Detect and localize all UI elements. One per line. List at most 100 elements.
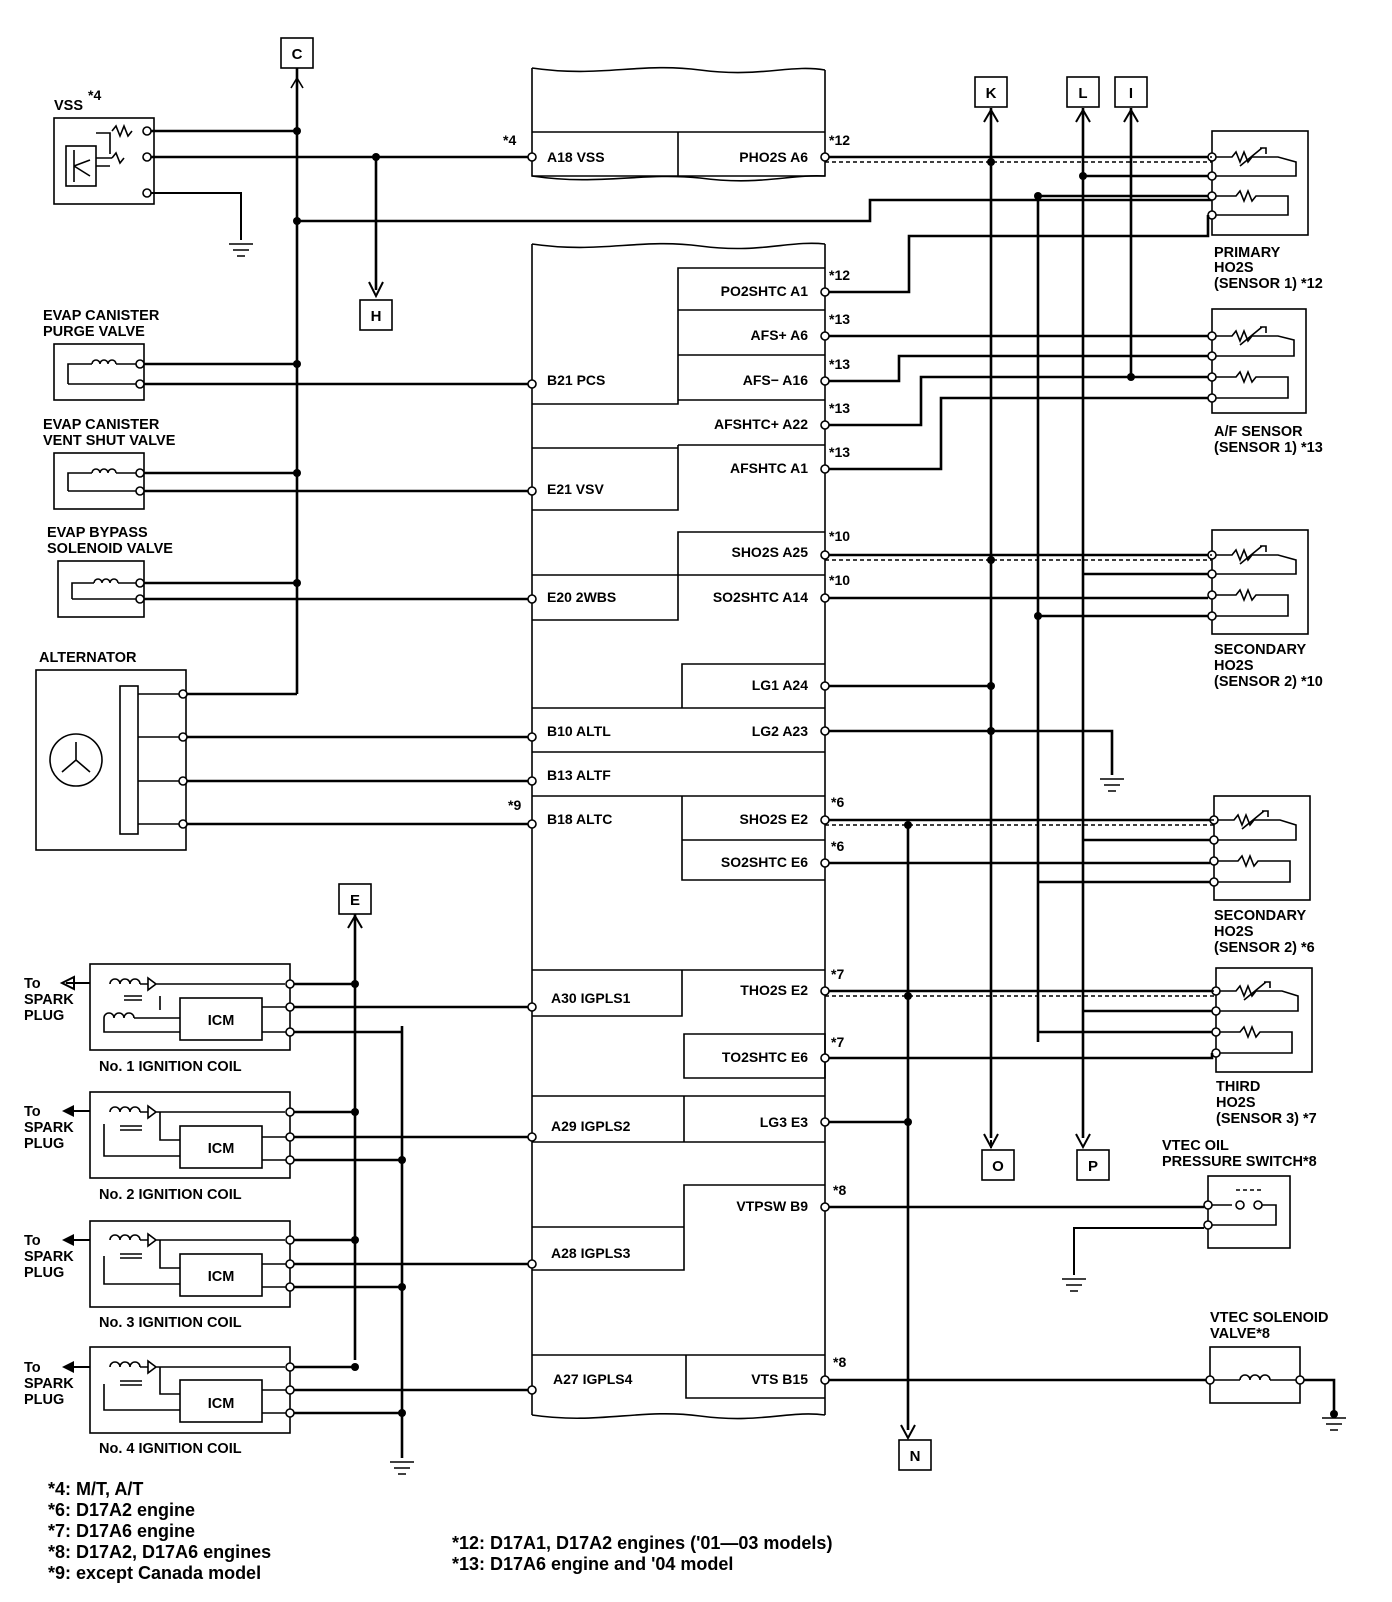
note-pho2s: *12 (829, 132, 850, 148)
ecm-right-pins: PHO2S A6 PO2SHTC A1 AFS+ A6 AFS− A16 AFS… (713, 149, 808, 1387)
ecm-upper-block (531, 66, 826, 182)
note-vtpsw: *8 (833, 1182, 846, 1198)
pin-e21-vsv: E21 VSV (547, 481, 604, 497)
ecm-main-block (531, 242, 826, 1420)
legend-left: *4: M/T, A/T *6: D17A2 engine *7: D17A6 … (48, 1479, 271, 1583)
svg-text:A/F SENSOR: A/F SENSOR (1214, 424, 1303, 440)
svg-text:C: C (292, 46, 303, 63)
connector-i: I (1114, 76, 1148, 108)
svg-text:(SENSOR 1) *13: (SENSOR 1) *13 (1214, 440, 1323, 456)
svg-text:SPARK: SPARK (24, 1120, 74, 1136)
svg-text:EVAP CANISTER: EVAP CANISTER (43, 308, 160, 324)
pin-a27-igpls4: A27 IGPLS4 (553, 1371, 633, 1387)
primary-ho2s: PRIMARY HO2S (SENSOR 1) *12 (1207, 130, 1323, 292)
svg-text:(SENSOR 2) *10: (SENSOR 2) *10 (1214, 674, 1323, 690)
svg-text:To: To (24, 1360, 41, 1376)
note-afshtc: *13 (829, 444, 850, 460)
svg-text:HO2S: HO2S (1214, 658, 1254, 674)
svg-text:VALVE*8: VALVE*8 (1210, 1326, 1270, 1342)
note-afs-plus: *13 (829, 311, 850, 327)
pin-vtpsw-b9: VTPSW B9 (736, 1198, 808, 1214)
ignition-ground (390, 1461, 414, 1475)
svg-text:To: To (24, 976, 41, 992)
svg-text:HO2S: HO2S (1214, 260, 1254, 276)
svg-text:No. 3 IGNITION COIL: No. 3 IGNITION COIL (99, 1315, 242, 1331)
wire-afshtc (825, 396, 1208, 471)
svg-text:N: N (910, 1448, 921, 1465)
svg-text:No. 4 IGNITION COIL: No. 4 IGNITION COIL (99, 1441, 242, 1457)
svg-text:SPARK: SPARK (24, 1376, 74, 1392)
svg-text:(SENSOR 2) *6: (SENSOR 2) *6 (1214, 940, 1315, 956)
pin-a28-igpls3: A28 IGPLS3 (551, 1245, 631, 1261)
note-afs-minus: *13 (829, 356, 850, 372)
pin-po2shtc-a1: PO2SHTC A1 (721, 283, 809, 299)
svg-text:VTEC OIL: VTEC OIL (1162, 1138, 1229, 1154)
ignition-coil-4: To SPARK PLUG ICM No. 4 IGNITION COIL (24, 1346, 537, 1457)
pin-so2shtc-a14: SO2SHTC A14 (713, 589, 808, 605)
wire-to2shtc (825, 1053, 1214, 1060)
pin-to2shtc-e6: TO2SHTC E6 (722, 1049, 808, 1065)
pin-afshtc-plus-a22: AFSHTC+ A22 (714, 416, 808, 432)
vtec-solenoid-ground (1322, 1417, 1346, 1431)
svg-text:O: O (992, 1158, 1004, 1175)
svg-text:SPARK: SPARK (24, 1249, 74, 1265)
pin-a29-igpls2: A29 IGPLS2 (551, 1118, 631, 1134)
wire-c-to-heaters (297, 198, 1212, 223)
vss-sensor: VSS *4 (53, 87, 537, 257)
svg-text:SECONDARY: SECONDARY (1214, 908, 1306, 924)
pin-lg3-e3: LG3 E3 (760, 1114, 808, 1130)
ecm-left-pins: A18 VSS B21 PCS E21 VSV E20 2WBS B10 ALT… (547, 149, 633, 1387)
connector-n: N (898, 1439, 932, 1471)
wire-po2shtc (825, 215, 1210, 294)
svg-text:THIRD: THIRD (1216, 1079, 1260, 1095)
svg-text:PLUG: PLUG (24, 1392, 64, 1408)
af-sensor: A/F SENSOR (SENSOR 1) *13 (1207, 308, 1323, 456)
note-so2shtc-a14: *10 (829, 572, 850, 588)
pin-b13-altf: B13 ALTF (547, 767, 611, 783)
connector-c: C (280, 37, 314, 69)
ignition-coil-2: To SPARK PLUG ICM No. 2 IGNITION COIL (24, 1091, 537, 1203)
pin-vts-b15: VTS B15 (751, 1371, 808, 1387)
ignition-coil-3: To SPARK PLUG ICM No. 3 IGNITION COIL (24, 1220, 537, 1331)
ignition-coil-1: To SPARK PLUG ICM No. 1 IGNITION COIL (24, 963, 537, 1075)
note-so2shtc-e6: *6 (831, 838, 844, 854)
pin-afs-plus-a6: AFS+ A6 (751, 327, 809, 343)
note-b18: *9 (508, 797, 521, 813)
svg-text:SECONDARY: SECONDARY (1214, 642, 1306, 658)
svg-text:(SENSOR 1) *12: (SENSOR 1) *12 (1214, 276, 1323, 292)
lg-ground (1100, 778, 1124, 792)
svg-text:*13: D17A6 engine and '04 mode: *13: D17A6 engine and '04 model (452, 1554, 733, 1574)
svg-text:E: E (350, 892, 360, 909)
connector-h: H (359, 299, 393, 331)
note-vts: *8 (833, 1354, 846, 1370)
note-tho2s: *7 (831, 966, 844, 982)
connector-o: O (981, 1149, 1015, 1181)
evap-purge-valve: EVAP CANISTER PURGE VALVE (43, 308, 537, 401)
pin-tho2s-e2: THO2S E2 (740, 982, 808, 998)
secondary-ho2s-10: SECONDARY HO2S (SENSOR 2) *10 (1207, 529, 1323, 690)
svg-text:*4: M/T, A/T: *4: M/T, A/T (48, 1479, 143, 1499)
wire-afs-minus (825, 354, 1208, 383)
pin-b18-altc: B18 ALTC (547, 811, 612, 827)
note-po2shtc: *12 (829, 267, 850, 283)
note-sho2s-a25: *10 (829, 528, 850, 544)
svg-text:*6: D17A2 engine: *6: D17A2 engine (48, 1500, 195, 1520)
note-sho2s-e2: *6 (831, 794, 844, 810)
pin-b10-altl: B10 ALTL (547, 723, 611, 739)
svg-text:PLUG: PLUG (24, 1265, 64, 1281)
third-ho2s: THIRD HO2S (SENSOR 3) *7 (1211, 967, 1317, 1127)
vtec-oil-pressure-switch: VTEC OIL PRESSURE SWITCH*8 (1162, 1138, 1317, 1249)
pin-afshtc-a1: AFSHTC A1 (730, 460, 808, 476)
pin-lg2-a23: LG2 A23 (752, 723, 808, 739)
pin-b21-pcs: B21 PCS (547, 372, 605, 388)
pin-a18-vss: A18 VSS (547, 149, 605, 165)
svg-text:P: P (1088, 1158, 1098, 1175)
pin-a30-igpls1: A30 IGPLS1 (551, 990, 631, 1006)
wire-afshtc-plus (825, 375, 1208, 427)
svg-text:L: L (1078, 85, 1087, 102)
svg-text:VTEC SOLENOID: VTEC SOLENOID (1210, 1310, 1328, 1326)
connector-boxes: C H K L I E O P N (280, 37, 1148, 1471)
svg-text:ALTERNATOR: ALTERNATOR (39, 650, 137, 666)
pin-lg1-a24: LG1 A24 (752, 677, 808, 693)
